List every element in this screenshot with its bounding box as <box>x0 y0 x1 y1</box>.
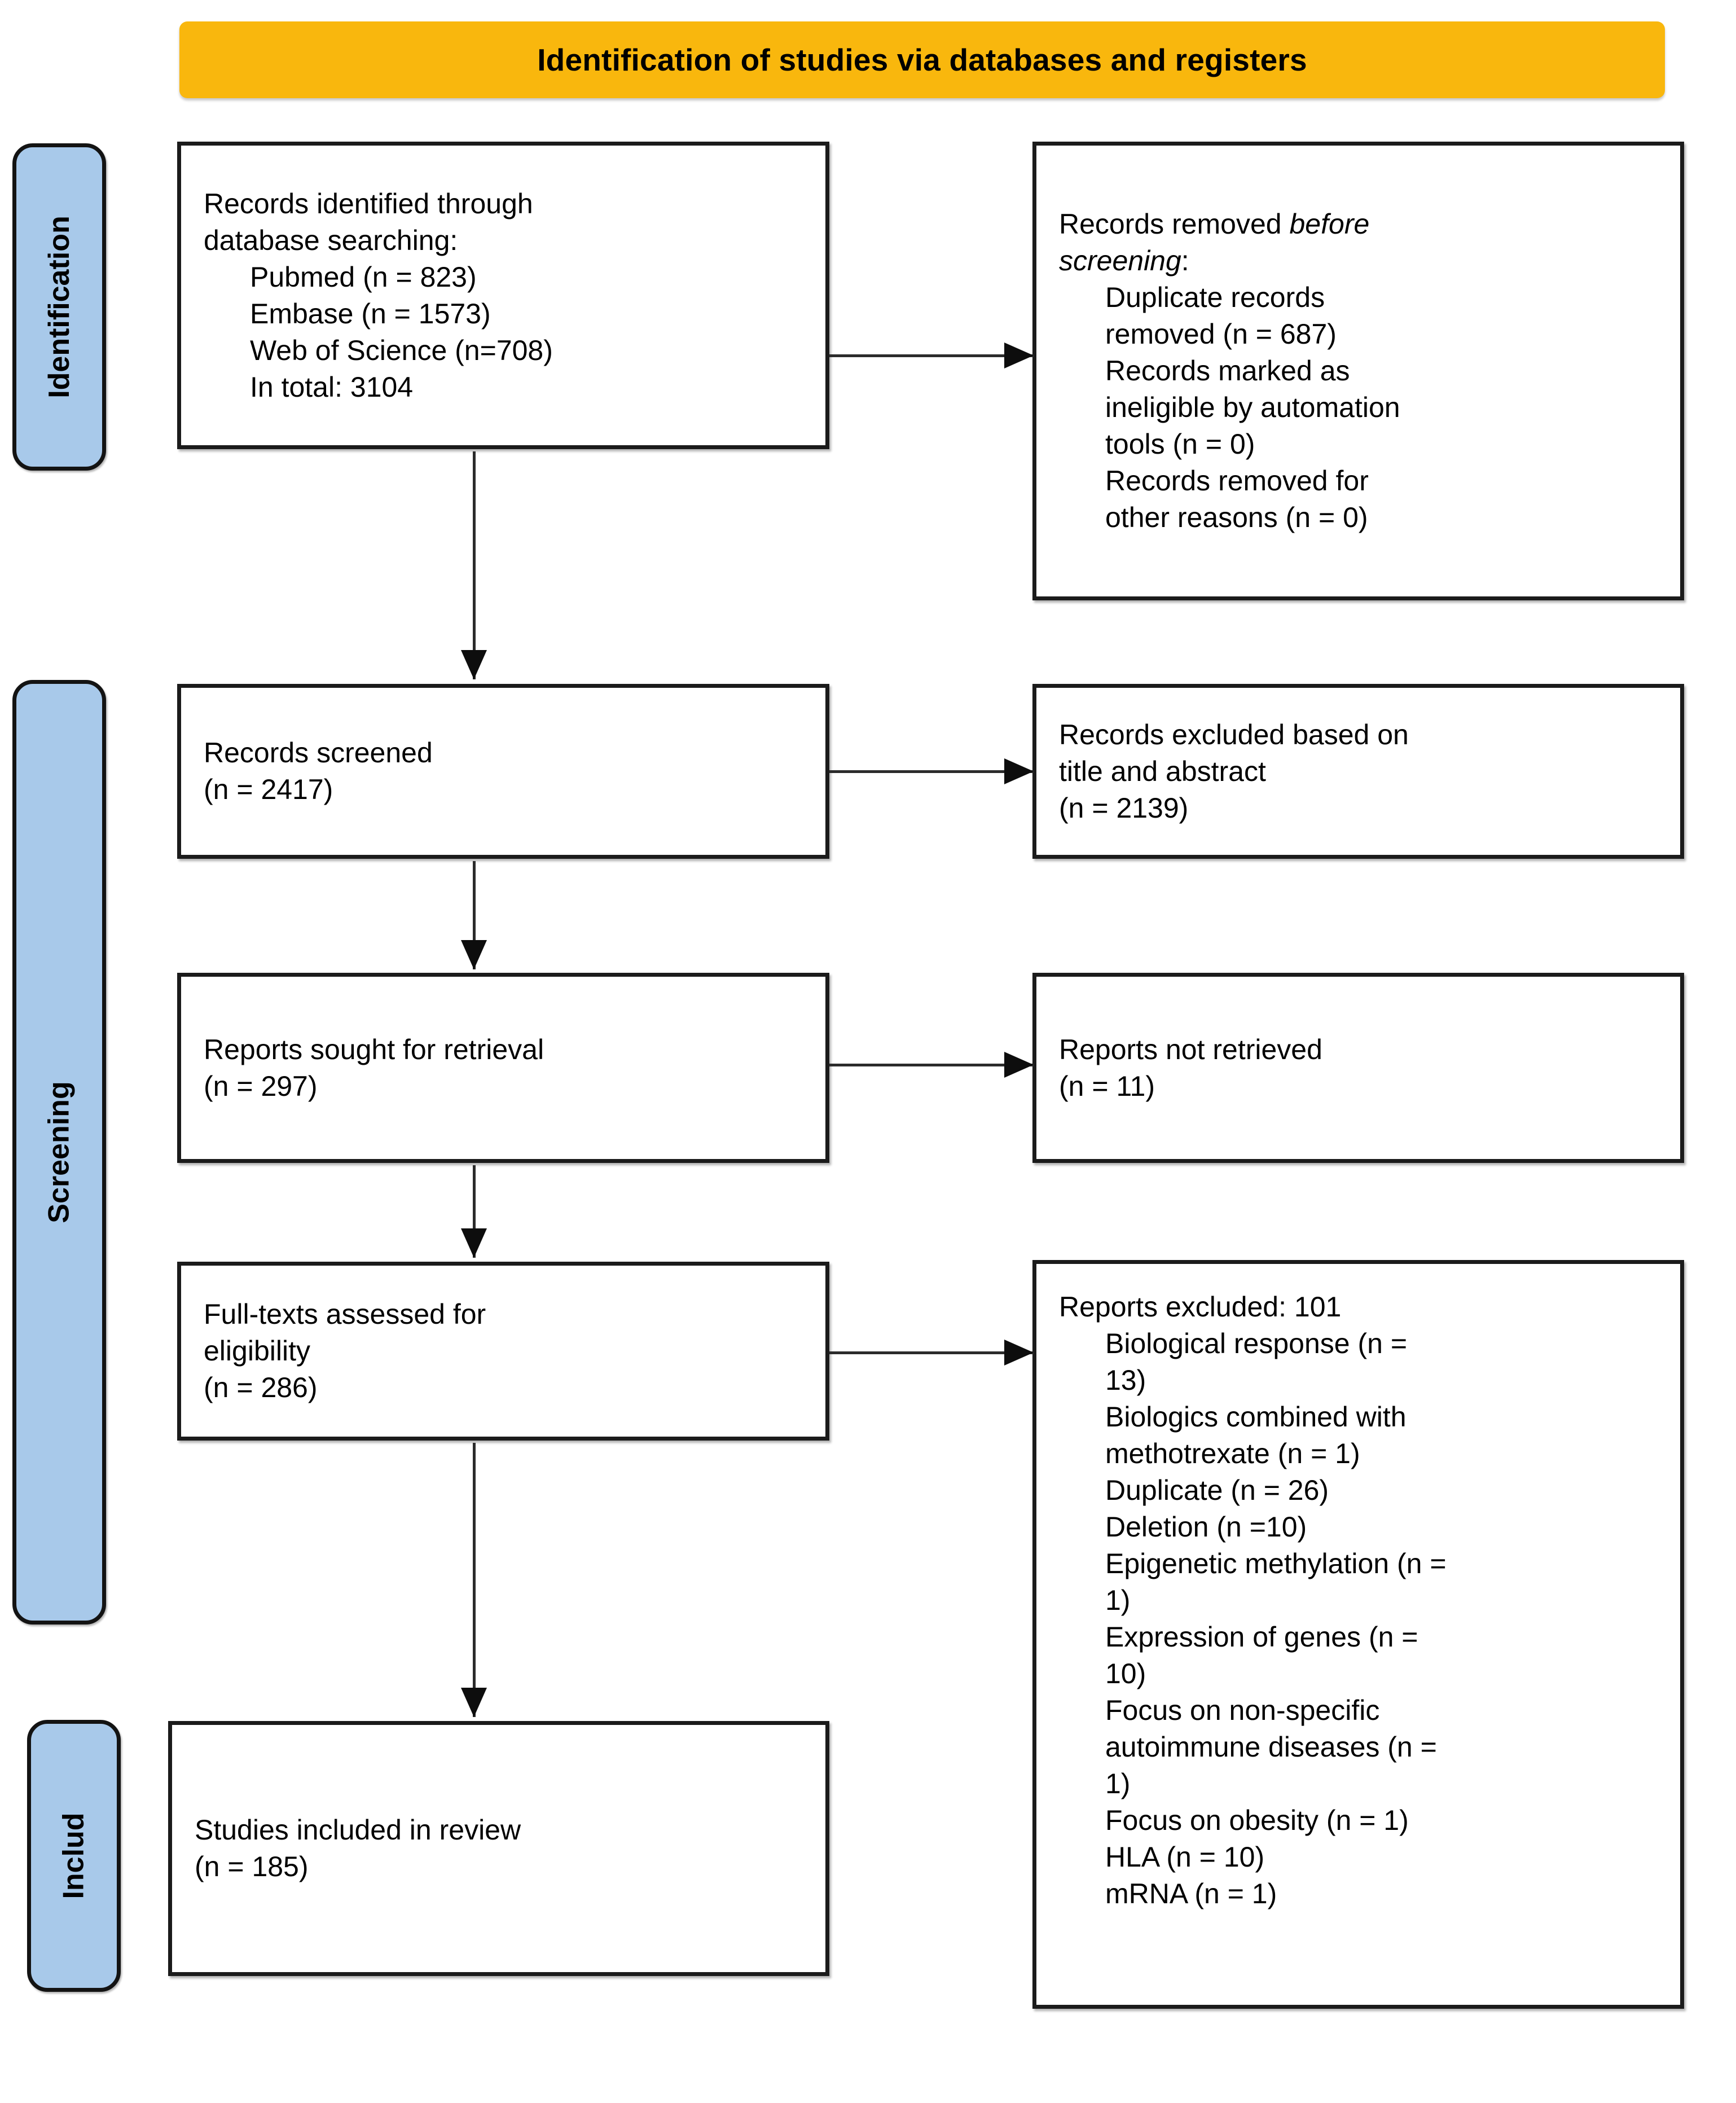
arrow-head-right-icon <box>1004 758 1034 784</box>
fulltexts-line1: Full-texts assessed for <box>204 1298 486 1330</box>
reports-excluded-heading: Reports excluded: 101 <box>1059 1291 1342 1323</box>
reports-excluded-expression-1: Expression of genes (n = <box>1105 1621 1418 1653</box>
arrow-head-down-icon <box>461 1228 487 1258</box>
arrow-sought-to-not-retrieved <box>829 1051 1034 1079</box>
arrow-head-right-icon <box>1004 1340 1034 1366</box>
arrow-head-down-icon <box>461 650 487 679</box>
records-screened-line1: Records screened <box>204 737 433 769</box>
records-removed-line2-emphasis: screening <box>1059 245 1181 276</box>
box-studies-included-in-review: Studies included in review (n = 185) <box>168 1721 829 1976</box>
records-screened-count: (n = 2417) <box>204 774 333 805</box>
records-removed-automation-1: Records marked as <box>1105 355 1350 387</box>
arrow-shaft <box>829 1064 1034 1066</box>
reports-excluded-mrna: mRNA (n = 1) <box>1105 1878 1277 1909</box>
box-records-excluded-title-abstract: Records excluded based on title and abst… <box>1032 684 1684 859</box>
arrow-shaft <box>829 354 1034 357</box>
arrow-shaft <box>473 1443 476 1717</box>
records-removed-line2-post: : <box>1181 245 1189 276</box>
reports-excluded-epigenetic-1: Epigenetic methylation (n = <box>1105 1548 1447 1579</box>
records-removed-automation-2: ineligible by automation <box>1105 392 1400 423</box>
studies-included-line1: Studies included in review <box>195 1814 521 1846</box>
arrow-head-right-icon <box>1004 343 1034 368</box>
diagram-header-banner: Identification of studies via databases … <box>179 21 1665 98</box>
reports-excluded-hla: HLA (n = 10) <box>1105 1841 1265 1873</box>
stage-label-screening-text: Screening <box>43 1081 76 1223</box>
arrow-head-down-icon <box>461 940 487 969</box>
reports-excluded-obesity: Focus on obesity (n = 1) <box>1105 1805 1409 1836</box>
records-excluded-ta-line2: title and abstract <box>1059 755 1266 787</box>
records-identified-line2: database searching: <box>204 224 458 256</box>
box-reports-excluded-reasons: Reports excluded: 101 Biological respons… <box>1032 1260 1684 2009</box>
stage-label-included-text: Includ <box>58 1812 91 1899</box>
reports-excluded-biological-response-2: 13) <box>1105 1364 1146 1396</box>
stage-label-screening: Screening <box>12 680 106 1625</box>
arrow-fulltext-to-excluded-reports <box>829 1338 1034 1367</box>
reports-not-retrieved-count: (n = 11) <box>1059 1070 1155 1102</box>
studies-included-count: (n = 185) <box>195 1851 309 1882</box>
fulltexts-count: (n = 286) <box>204 1372 318 1403</box>
reports-not-retrieved-line1: Reports not retrieved <box>1059 1033 1322 1065</box>
records-removed-line2: screening: <box>1059 243 1658 279</box>
arrow-shaft <box>829 770 1034 773</box>
records-removed-automation-3: tools (n = 0) <box>1105 428 1255 460</box>
arrow-sought-to-fulltext <box>457 1165 491 1258</box>
reports-excluded-biologics-mtx-1: Biologics combined with <box>1105 1401 1407 1433</box>
arrow-screened-to-sought <box>457 861 491 969</box>
records-removed-other-2: other reasons (n = 0) <box>1105 502 1368 533</box>
records-removed-line1: Records removed before <box>1059 206 1658 243</box>
records-removed-other-1: Records removed for <box>1105 465 1369 497</box>
reports-excluded-biological-response-1: Biological response (n = <box>1105 1328 1408 1359</box>
box-records-identified: Records identified through database sear… <box>177 142 829 449</box>
reports-excluded-nonspecific-3: 1) <box>1105 1768 1131 1799</box>
records-identified-embase: Embase (n = 1573) <box>250 297 491 330</box>
records-removed-duplicate-1: Duplicate records <box>1105 282 1325 313</box>
records-identified-line1: Records identified through <box>204 187 533 219</box>
fulltexts-line2: eligibility <box>204 1335 310 1367</box>
records-excluded-ta-line1: Records excluded based on <box>1059 718 1409 750</box>
stage-label-included: Includ <box>27 1720 121 1992</box>
diagram-title: Identification of studies via databases … <box>537 42 1307 77</box>
reports-excluded-biologics-mtx-2: methotrexate (n = 1) <box>1105 1438 1360 1469</box>
reports-excluded-duplicate: Duplicate (n = 26) <box>1105 1474 1329 1506</box>
reports-excluded-epigenetic-2: 1) <box>1105 1584 1131 1616</box>
records-identified-wos: Web of Science (n=708) <box>250 334 553 366</box>
box-records-removed-before-screening: Records removed before screening: Duplic… <box>1032 142 1684 600</box>
arrow-fulltext-to-included <box>457 1443 491 1717</box>
records-removed-line1-emphasis: before <box>1289 208 1370 240</box>
reports-sought-count: (n = 297) <box>204 1070 318 1102</box>
records-removed-line1-pre: Records removed <box>1059 208 1290 240</box>
box-reports-sought-for-retrieval: Reports sought for retrieval (n = 297) <box>177 973 829 1163</box>
reports-sought-line1: Reports sought for retrieval <box>204 1033 544 1065</box>
reports-excluded-expression-2: 10) <box>1105 1658 1146 1689</box>
reports-excluded-nonspecific-1: Focus on non-specific <box>1105 1694 1380 1726</box>
records-identified-pubmed: Pubmed (n = 823) <box>250 261 477 293</box>
arrow-identified-to-removed <box>829 341 1034 370</box>
arrow-head-down-icon <box>461 1688 487 1717</box>
stage-label-identification: Identification <box>12 143 106 471</box>
arrow-shaft <box>473 861 476 969</box>
records-identified-total: In total: 3104 <box>250 371 414 403</box>
box-records-screened: Records screened (n = 2417) <box>177 684 829 859</box>
box-reports-not-retrieved: Reports not retrieved (n = 11) <box>1032 973 1684 1163</box>
reports-excluded-deletion: Deletion (n =10) <box>1105 1511 1307 1543</box>
arrow-identified-to-screened <box>457 451 491 679</box>
arrow-shaft <box>473 1165 476 1258</box>
records-removed-duplicate-2: removed (n = 687) <box>1105 318 1337 350</box>
box-fulltexts-assessed-for-eligibility: Full-texts assessed for eligibility (n =… <box>177 1262 829 1441</box>
arrow-shaft <box>829 1351 1034 1354</box>
arrow-shaft <box>473 451 476 679</box>
arrow-screened-to-excluded <box>829 757 1034 785</box>
records-excluded-ta-count: (n = 2139) <box>1059 792 1189 824</box>
stage-label-identification-text: Identification <box>43 216 76 398</box>
reports-excluded-nonspecific-2: autoimmune diseases (n = <box>1105 1731 1437 1763</box>
arrow-head-right-icon <box>1004 1052 1034 1078</box>
